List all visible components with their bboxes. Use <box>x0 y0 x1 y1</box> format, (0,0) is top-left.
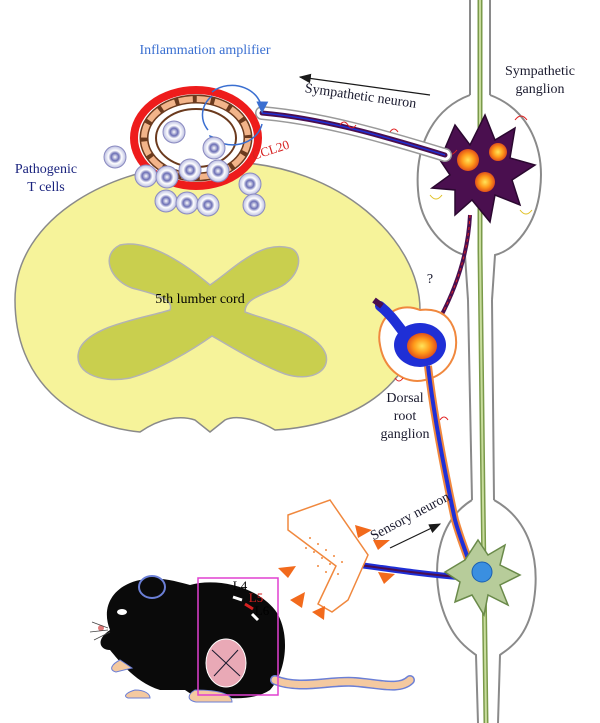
l5-label: L5 <box>249 590 263 605</box>
pain-spark-icon <box>373 540 390 550</box>
question-mark-label: ? <box>427 272 433 287</box>
drg-label-3: ganglion <box>381 427 430 442</box>
drg-label-1: Dorsal <box>386 391 423 406</box>
t-cell-icon <box>175 191 199 215</box>
t-cell-icon <box>242 193 266 217</box>
spinal-cord: 5th lumber cord <box>14 161 421 433</box>
sympathetic-neuron-cluster <box>424 113 537 224</box>
t-cell-icon <box>202 136 226 160</box>
sympathetic-ganglion-label-1: Sympathetic <box>505 64 575 79</box>
t-cell-icon <box>134 164 158 188</box>
mouse-icon <box>89 575 415 703</box>
lumbar-highlight-box <box>197 577 279 696</box>
pain-spark-icon <box>312 606 325 620</box>
sympathetic-axon <box>255 106 452 162</box>
t-cell-icon <box>178 158 202 182</box>
spinal-cord-label: 5th lumber cord <box>155 292 244 307</box>
t-cell-icon <box>103 145 127 169</box>
t-cell-icon <box>196 193 220 217</box>
sensory-neuron-label: Sensory neuron <box>368 490 452 544</box>
l6-label: L6 <box>255 603 270 618</box>
sensory-direction-arrow <box>389 523 442 549</box>
t-cell-icon <box>162 120 186 144</box>
ganglion-to-drg-fiber <box>438 214 472 319</box>
pain-spark-icon <box>355 525 372 538</box>
pathogenic-label-1: Pathogenic <box>15 162 77 177</box>
t-cell-icon <box>238 172 262 196</box>
sympathetic-ganglion-label-2: ganglion <box>516 82 565 97</box>
pain-spark-icon <box>378 572 395 584</box>
pain-spark-icon <box>278 566 296 578</box>
inflammation-amplifier-label: Inflammation amplifier <box>139 43 270 58</box>
t-cell-group <box>103 120 266 217</box>
sympathetic-direction-arrow <box>298 73 431 96</box>
drg-label-2: root <box>394 409 417 424</box>
pain-spark-icon <box>290 592 305 608</box>
t-cell-icon <box>155 165 179 189</box>
pathogenic-label-2: T cells <box>27 180 64 195</box>
lower-sympathetic-neuron <box>443 538 522 618</box>
t-cell-icon <box>154 189 178 213</box>
blood-vessel-icon <box>130 86 262 190</box>
t-cell-icon <box>206 159 230 183</box>
l4-label: L4 <box>233 578 248 593</box>
